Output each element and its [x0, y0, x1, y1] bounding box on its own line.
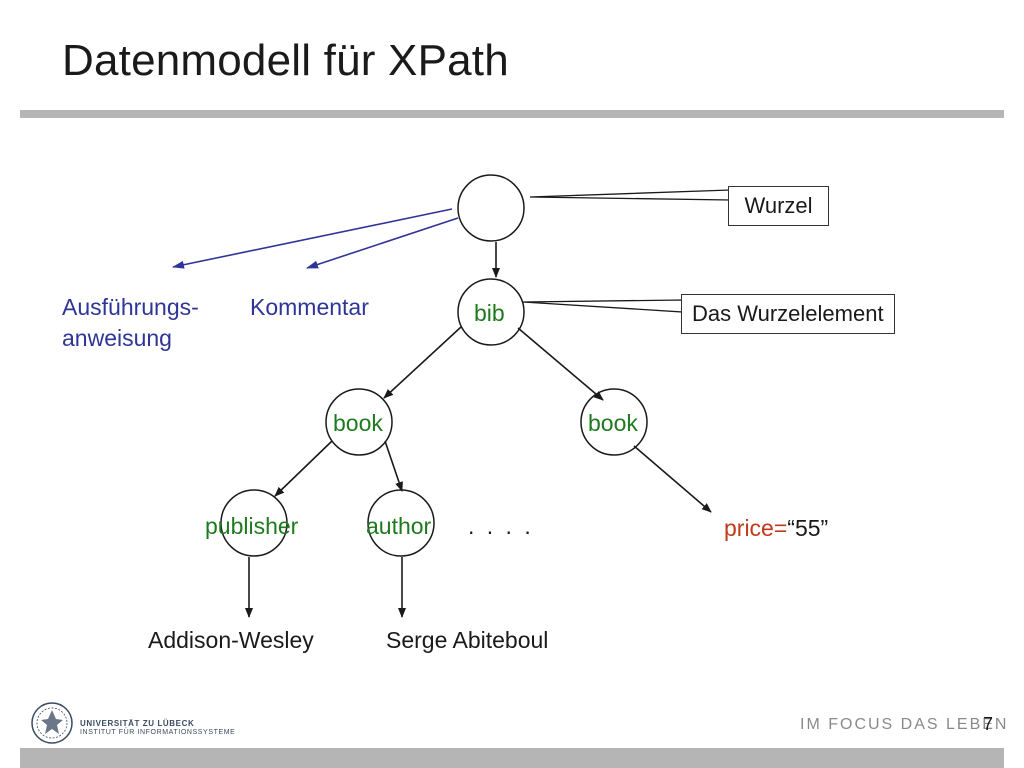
root-node	[457, 174, 525, 242]
author-label: author	[366, 513, 432, 539]
author-value: Serge Abiteboul	[386, 627, 549, 653]
book-right-label: book	[588, 410, 638, 436]
comment-label: Kommentar	[250, 294, 369, 320]
slide-title: Datenmodell für XPath	[62, 36, 509, 85]
page-number: 7	[983, 714, 994, 734]
university-seal-icon	[31, 702, 73, 744]
edge-book-author	[384, 440, 403, 492]
book-node-right	[580, 388, 648, 456]
callout-root: Wurzel	[728, 186, 829, 226]
edge-root-processing-instruction	[172, 208, 453, 269]
price-attribute: price=“55”	[724, 517, 828, 540]
ellipsis-label: . . . .	[468, 513, 534, 539]
slogan: IM FOCUS DAS LEBEN	[800, 716, 1009, 733]
title-divider	[20, 110, 1004, 118]
institute-name: INSTITUT FÜR INFORMATIONSSYSTEME	[80, 729, 236, 736]
callout-pointer-bib	[522, 299, 684, 313]
price-attribute-name: price=	[724, 515, 788, 541]
book-left-label: book	[333, 410, 383, 436]
publisher-value: Addison-Wesley	[148, 627, 314, 653]
footer-bar	[20, 748, 1004, 768]
publisher-node	[220, 489, 288, 557]
callout-root-element: Das Wurzelelement	[681, 294, 895, 334]
callout-pointer-root	[529, 189, 731, 201]
processing-instruction-label-line1: Ausführungs-	[62, 294, 199, 320]
edge-book-price	[633, 445, 712, 513]
processing-instruction-label-line2: anweisung	[62, 325, 172, 351]
publisher-label: publisher	[205, 513, 299, 539]
price-attribute-value: “55”	[787, 515, 829, 541]
edge-book-publisher	[274, 440, 333, 497]
bib-label: bib	[474, 300, 505, 326]
edge-bib-book-left	[383, 326, 462, 399]
edge-root-comment	[306, 217, 459, 269]
edge-bib-book-right	[517, 327, 604, 401]
university-name: UNIVERSITÄT ZU LÜBECK	[80, 719, 195, 728]
book-node-left	[325, 388, 393, 456]
bib-node	[457, 278, 525, 346]
